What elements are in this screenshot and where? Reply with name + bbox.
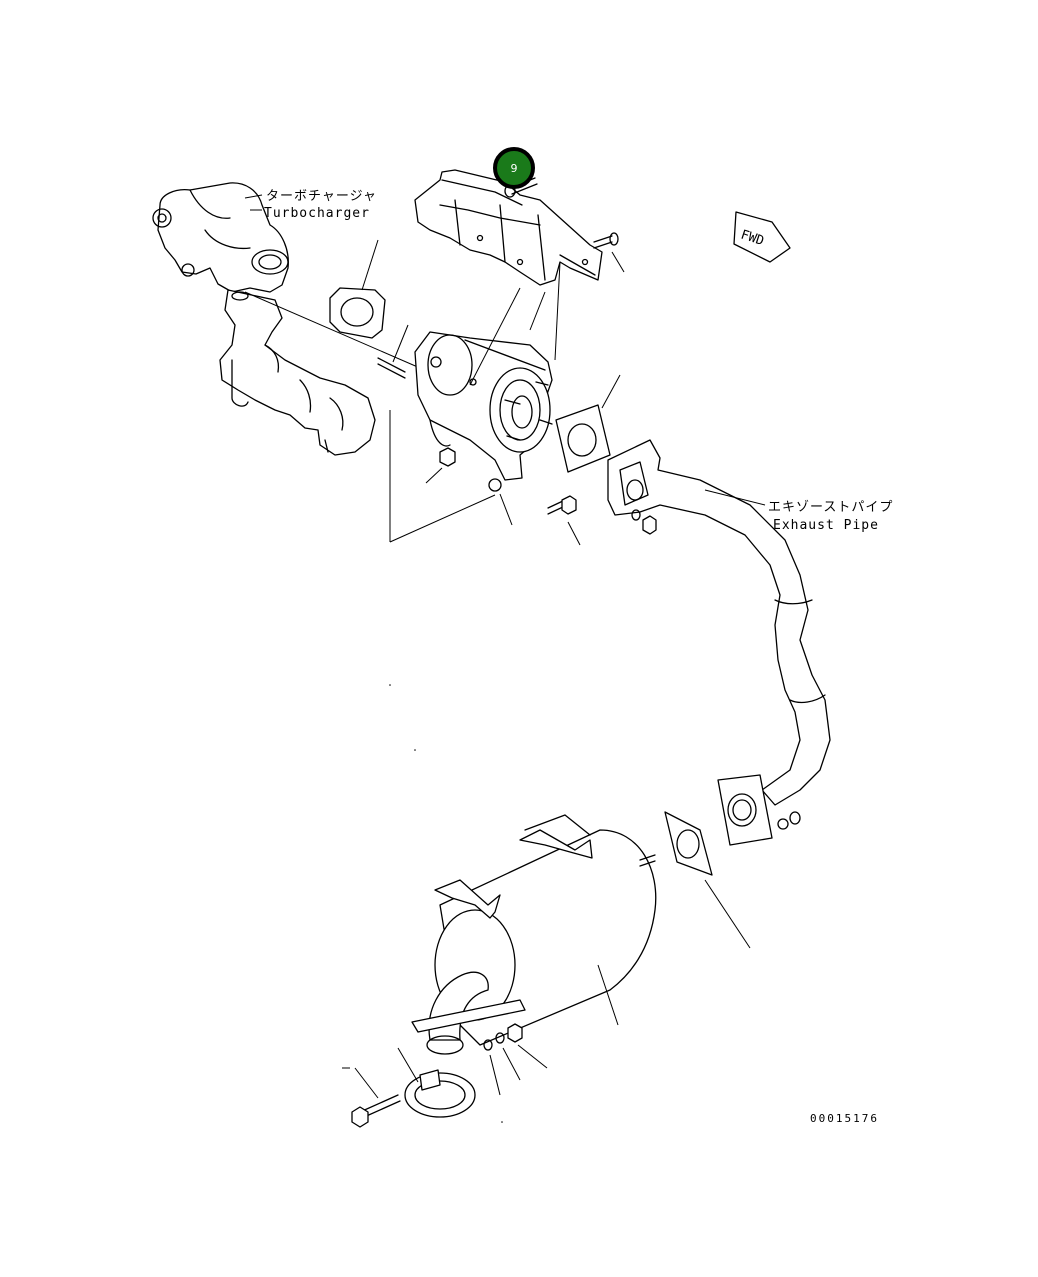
converter-nut	[425, 447, 456, 484]
long-bolt	[342, 1067, 401, 1128]
shield-bolt	[593, 232, 625, 273]
clamp	[397, 1047, 476, 1118]
exhaust-pipe-label-jp: エキゾーストパイプ	[768, 500, 893, 515]
pipe-lower-flange	[717, 774, 801, 846]
muffler-fasteners	[483, 1023, 548, 1096]
washer-nut	[488, 478, 513, 526]
stud	[377, 324, 409, 379]
manifold-gasket	[329, 239, 386, 339]
turbocharger-label: ターボチャージャ Turbocharger	[244, 189, 377, 221]
exhaust-pipe	[607, 439, 831, 806]
muffler-gasket	[664, 811, 751, 949]
stray-marks	[389, 684, 503, 1123]
fwd-text: FWD	[739, 228, 766, 250]
turbocharger-label-jp: ターボチャージャ	[266, 189, 377, 204]
callout-circle[interactable]	[493, 147, 535, 189]
heat-shield	[414, 169, 603, 286]
converter-bolt	[547, 495, 581, 546]
callout-9[interactable]: 9	[493, 147, 535, 189]
callout-number[interactable]: 9	[511, 162, 518, 175]
exhaust-pipe-label-en: Exhaust Pipe	[773, 518, 879, 533]
converter-gasket	[555, 374, 621, 473]
catalytic-converter	[414, 261, 561, 481]
fwd-arrow: FWD	[733, 211, 791, 263]
muffler	[411, 814, 657, 1055]
drawing-number: 00015176	[810, 1112, 879, 1125]
exhaust-pipe-label: エキゾーストパイプ Exhaust Pipe	[704, 489, 893, 533]
pipe-nuts-top	[631, 509, 657, 535]
turbocharger-label-en: Turbocharger	[264, 206, 370, 221]
